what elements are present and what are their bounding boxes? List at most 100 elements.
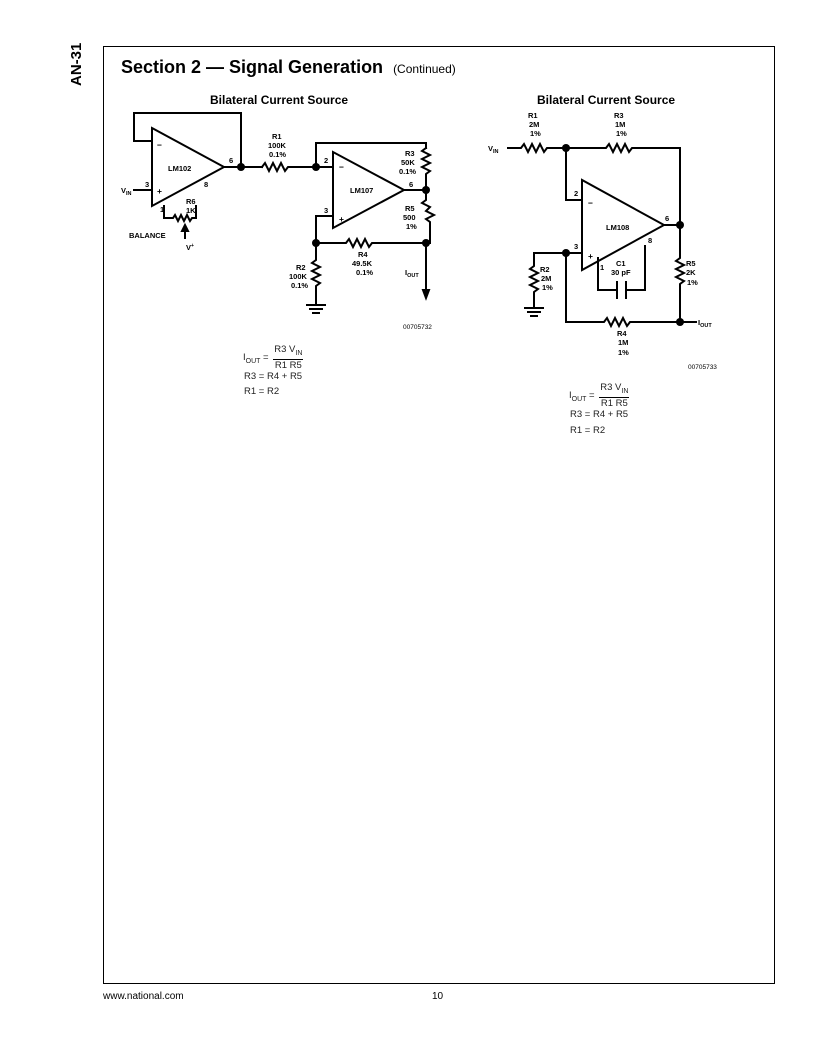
label-r5f2-tol: 1%	[687, 278, 698, 287]
label-r5-name: R5	[405, 204, 415, 213]
wire-c1-a	[597, 257, 618, 291]
label-r2-value: 100K	[289, 272, 308, 281]
label-r5f2-value: 2K	[686, 268, 696, 277]
label-vin-2: VIN	[488, 144, 499, 155]
figure-1-equation-2: R3 = R4 + R5	[244, 371, 303, 382]
label-lm108-plus: +	[588, 251, 593, 261]
pin-lm102-6: 6	[229, 156, 233, 165]
pin-lm102-1: 1	[160, 205, 164, 214]
pin-lm108-6: 6	[665, 214, 669, 223]
continued-label: (Continued)	[393, 62, 456, 76]
label-r2-name: R2	[296, 263, 306, 272]
label-r4f2-name: R4	[617, 329, 627, 338]
label-r4f2-tol: 1%	[618, 348, 629, 357]
label-r5f2-name: R5	[686, 259, 696, 268]
opamp-lm107	[332, 150, 407, 230]
opamp-lm108	[581, 178, 667, 272]
label-r1f2-value: 2M	[529, 120, 539, 129]
footer-page-number: 10	[432, 991, 444, 1002]
ground-1	[306, 304, 326, 314]
resistor-r6	[163, 205, 197, 224]
resistor-r2	[309, 242, 323, 306]
figure-2-equation-3: R1 = R2	[570, 425, 606, 436]
label-r3f2-name: R3	[614, 111, 624, 120]
r6-wiper-arrow	[180, 222, 190, 232]
label-r1-tol: 0.1%	[269, 150, 286, 159]
wire-r3-top	[315, 142, 427, 168]
figure-1-equation-3: R1 = R2	[244, 386, 280, 397]
label-lm102-minus: −	[157, 140, 162, 150]
opamp-lm102	[151, 126, 227, 208]
label-lm107-plus: +	[339, 214, 344, 224]
label-r2-tol: 0.1%	[291, 281, 308, 290]
pin-lm102-3: 3	[145, 180, 149, 189]
iout-arrow-1	[421, 289, 431, 301]
label-r6-name: R6	[186, 197, 196, 206]
label-vin-1: VIN	[121, 186, 132, 197]
label-r1-value: 100K	[268, 141, 287, 150]
wire-lm102-feedback	[133, 112, 242, 168]
ground-2	[524, 307, 544, 317]
label-r4-tol: 0.1%	[356, 268, 373, 277]
label-lm108: LM108	[606, 223, 629, 232]
resistor-r4-fig2	[533, 252, 681, 329]
resistor-r4	[315, 236, 427, 250]
pin-lm108-8: 8	[648, 236, 652, 245]
pin-lm108-1: 1	[600, 263, 604, 272]
label-r1f2-tol: 1%	[530, 129, 541, 138]
figure-2-equation: IOUT = R3 VIN R1 R5	[569, 382, 630, 409]
pin-lm108-2: 2	[574, 189, 578, 198]
label-r4-name: R4	[358, 250, 368, 259]
wire-c1-b	[625, 245, 646, 291]
wire-inv-fig2	[565, 147, 583, 201]
pin-lm107-3: 3	[324, 206, 328, 215]
label-r5-value: 500	[403, 213, 416, 222]
resistor-r5-fig2	[673, 224, 697, 323]
label-r3f2-tol: 1%	[616, 129, 627, 138]
resistor-r5	[420, 189, 437, 244]
label-lm102-plus: +	[157, 186, 162, 196]
figure-2-id: 00705733	[688, 364, 717, 371]
resistor-r1	[260, 160, 317, 174]
label-r3-tol: 0.1%	[399, 167, 416, 176]
figure-1-title: Bilateral Current Source	[210, 93, 349, 107]
label-lm107: LM107	[350, 186, 373, 195]
figure-1-equation: IOUT = R3 VIN R1 R5	[243, 344, 304, 371]
label-r4f2-value: 1M	[618, 338, 628, 347]
label-r5-tol: 1%	[406, 222, 417, 231]
label-balance: BALANCE	[129, 231, 166, 240]
label-lm102: LM102	[168, 164, 191, 173]
label-c1-value: 30 pF	[611, 268, 631, 277]
label-r3f2-value: 1M	[615, 120, 625, 129]
label-r1-name: R1	[272, 132, 282, 141]
pin-lm102-8: 8	[204, 180, 208, 189]
pin-lm108-3: 3	[574, 242, 578, 251]
label-r3-name: R3	[405, 149, 415, 158]
label-r1f2-name: R1	[528, 111, 538, 120]
label-r4-value: 49.5K	[352, 259, 373, 268]
page-frame	[103, 46, 775, 984]
resistor-r1-fig2	[507, 141, 567, 155]
resistor-r3	[419, 146, 433, 191]
pin-lm107-2: 2	[324, 156, 328, 165]
label-iout-1: IOUT	[405, 268, 419, 279]
wire-lm107-noninv	[315, 215, 334, 244]
label-lm107-minus: −	[339, 162, 344, 172]
label-r3-value: 50K	[401, 158, 415, 167]
pin-lm107-6: 6	[409, 180, 413, 189]
label-r6-value: 1K	[186, 206, 196, 215]
label-vplus: V+	[186, 243, 194, 252]
resistor-r2-fig2	[527, 252, 541, 309]
label-lm108-minus: −	[588, 198, 593, 208]
label-c1-name: C1	[616, 259, 626, 268]
footer-website-link[interactable]: www.national.com	[103, 991, 184, 1002]
figure-2-title: Bilateral Current Source	[537, 93, 676, 107]
resistor-r3-fig2	[565, 141, 681, 226]
figure-2-circuit	[507, 141, 697, 329]
capacitor-c1	[616, 281, 627, 299]
label-r2f2-name: R2	[540, 265, 550, 274]
section-title: Section 2 — Signal Generation (Continued)	[121, 57, 456, 78]
section-title-text: Section 2 — Signal Generation	[121, 57, 384, 77]
label-iout-2: IOUT	[698, 318, 712, 329]
